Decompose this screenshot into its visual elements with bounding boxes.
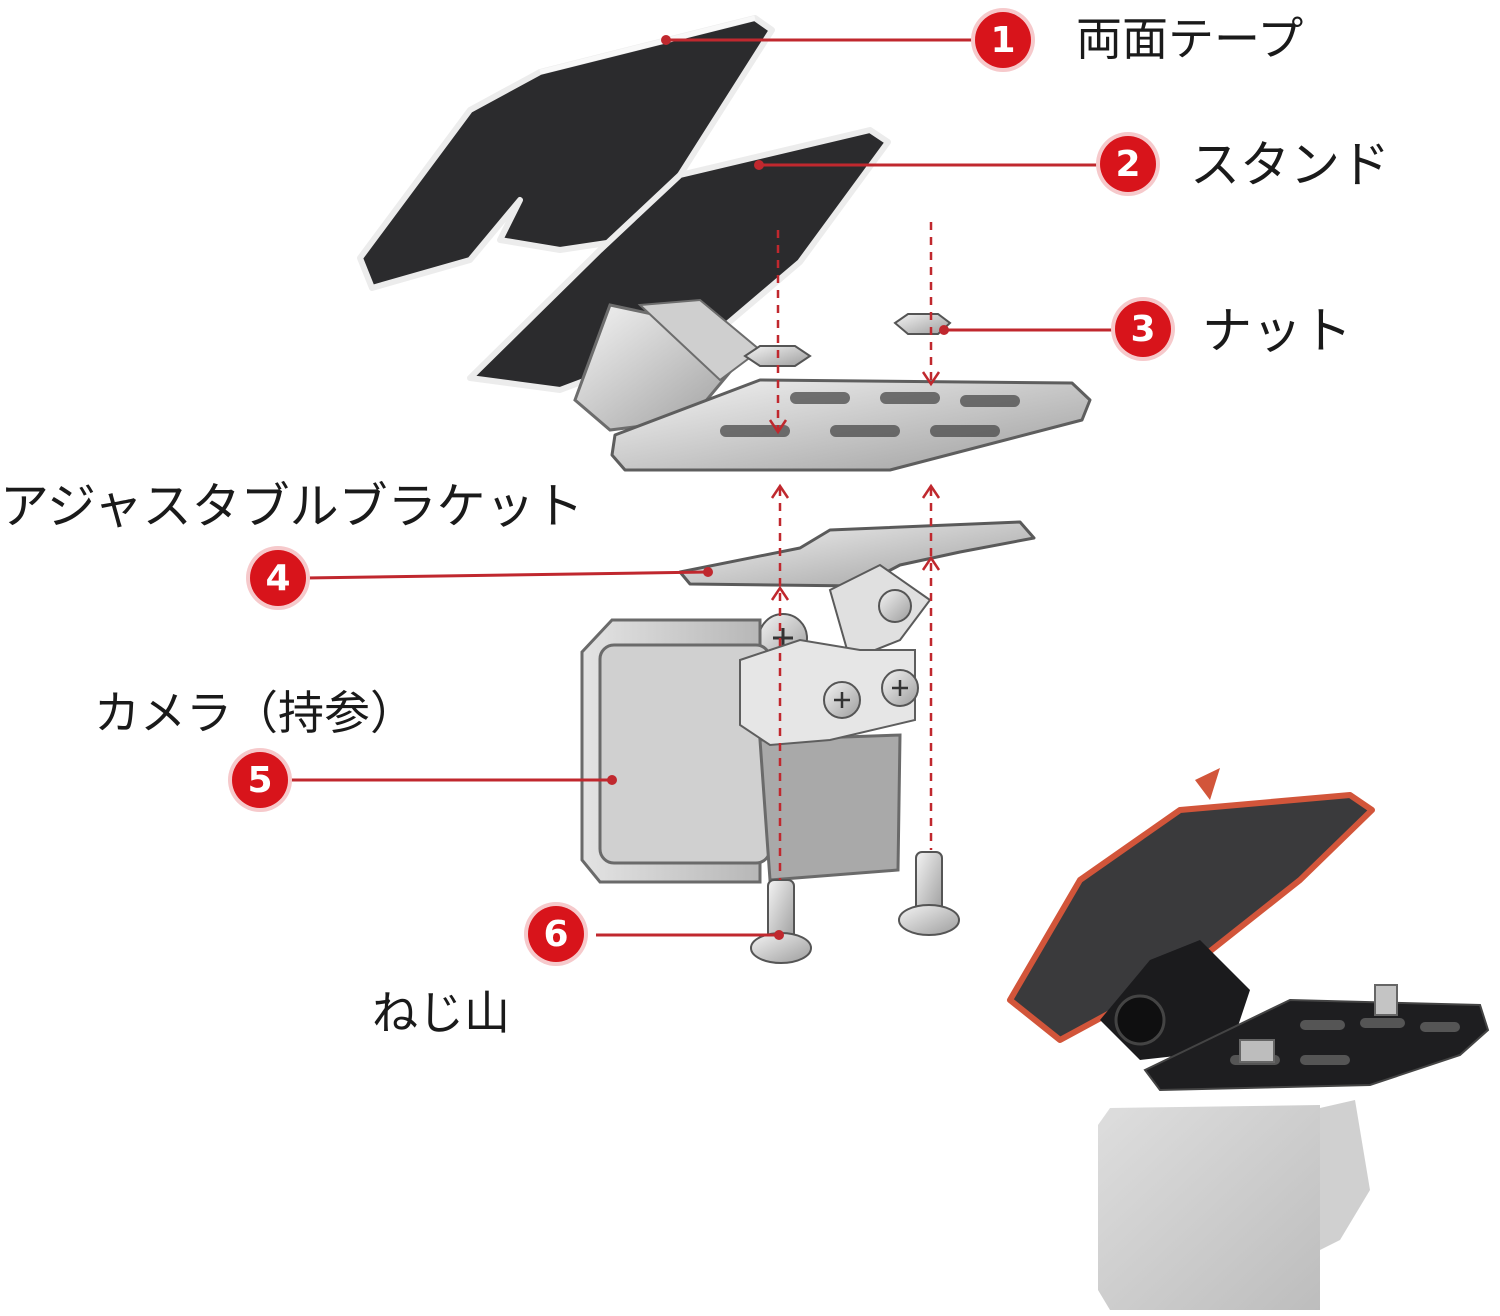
assembled-photo xyxy=(1007,768,1490,1310)
callout-number: 1 xyxy=(990,19,1016,61)
callout-number: 3 xyxy=(1130,308,1156,350)
label-double-sided-tape: 両面テープ xyxy=(1076,12,1304,66)
camera-icon xyxy=(580,618,919,884)
stand xyxy=(467,127,891,432)
callout-number: 5 xyxy=(247,759,273,801)
label-camera: カメラ（持参） xyxy=(94,686,416,740)
callout-badge-2: 2 xyxy=(1100,136,1156,192)
label-adjustable-bracket: アジャスタブルブラケット xyxy=(0,478,584,535)
tape-plate xyxy=(357,15,775,291)
adjustable-bracket xyxy=(678,520,1036,663)
label-nut: ナット xyxy=(1202,302,1352,360)
callout-badge-4: 4 xyxy=(250,550,306,606)
nut-icon xyxy=(743,313,952,367)
callout-badge-3: 3 xyxy=(1115,301,1171,357)
callout-number: 4 xyxy=(265,557,291,599)
callout-number: 2 xyxy=(1115,143,1141,185)
leader-line-dots xyxy=(607,35,949,940)
assembly-guides xyxy=(776,222,933,880)
callout-badge-6: 6 xyxy=(528,906,584,962)
leader-lines xyxy=(290,38,1115,937)
label-screw-thread: ねじ山 xyxy=(372,986,510,1040)
assembly-arrowheads xyxy=(768,371,941,601)
stand-base-plate xyxy=(610,378,1092,472)
callout-number: 6 xyxy=(543,913,569,955)
callout-badge-1: 1 xyxy=(975,12,1031,68)
screw-icon xyxy=(750,851,960,964)
label-stand: スタンド xyxy=(1190,136,1390,194)
callout-badge-5: 5 xyxy=(232,752,288,808)
